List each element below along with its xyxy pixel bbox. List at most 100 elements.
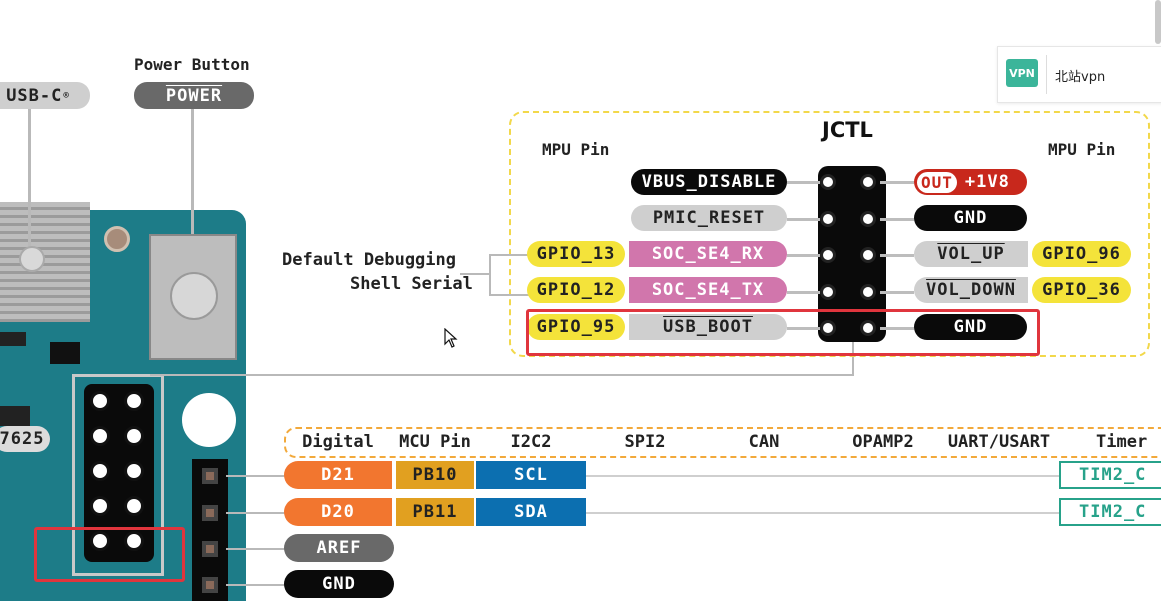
gnd-text-3: GND [322, 574, 356, 594]
jctl-row4-right: VOL_DOWN [914, 277, 1028, 303]
jctl-pin [860, 247, 876, 263]
vpn-text: 北站vpn [1055, 70, 1106, 85]
jctl-pin-stub [787, 290, 820, 294]
jctl-pin-stub [880, 181, 914, 184]
jctl-row4-right-gpio: GPIO_36 [1032, 277, 1131, 303]
soc-se4-rx-text: SOC_SE4_RX [651, 244, 765, 264]
board-chip [0, 406, 30, 426]
jctl-row5-right: GND [914, 314, 1027, 340]
row-guide-line [586, 475, 1060, 477]
jctl-title: JCTL [822, 118, 873, 142]
jctl-pin-stub [787, 254, 820, 257]
d21-text: D21 [321, 465, 355, 485]
pin-header-pin [202, 468, 218, 484]
board-header-pin [90, 426, 110, 446]
pin-d21-timer: TIM2_C [1059, 461, 1161, 489]
jctl-row5-gpio: GPIO_95 [527, 314, 625, 340]
header-can: CAN [748, 432, 780, 452]
header-opamp2: OPAMP2 [852, 432, 914, 452]
gpio95-text: GPIO_95 [536, 317, 616, 337]
jctl-pin [860, 210, 876, 227]
board-chip [50, 342, 80, 364]
scrollbar[interactable] [1155, 0, 1161, 44]
pin-d20-mcu: PB11 [396, 498, 474, 526]
power-button-cap[interactable] [170, 272, 218, 320]
jctl-row4-func: SOC_SE4_TX [629, 277, 787, 303]
gpio96-text: GPIO_96 [1042, 244, 1121, 264]
pb10-text: PB10 [412, 465, 458, 485]
usb-c-dot [19, 246, 45, 272]
debug-bracket [489, 254, 531, 296]
board-header-pin [90, 391, 110, 411]
jctl-row2-func: PMIC_RESET [631, 205, 787, 231]
jctl-pin [820, 247, 836, 263]
mpu-pin-left-label: MPU Pin [542, 140, 610, 159]
pin-gnd: GND [284, 570, 394, 598]
board-header-pin [124, 531, 144, 551]
jctl-pin [820, 174, 836, 190]
gpio36-text: GPIO_36 [1042, 280, 1121, 300]
jctl-row2-right: GND [914, 205, 1027, 231]
board-highlight-box [34, 527, 185, 582]
pin-table-frame [284, 427, 1161, 458]
chip-text: 7625 [0, 429, 45, 449]
jctl-pin [820, 210, 836, 227]
tim2-text-2: TIM2_C [1079, 502, 1147, 522]
pin-aref: AREF [284, 534, 394, 562]
board-header-outline [72, 374, 164, 576]
sda-text: SDA [514, 502, 548, 522]
pin-header-pin [202, 505, 218, 521]
gnd-text-2: GND [953, 317, 988, 337]
power-leader-line [191, 108, 194, 298]
jctl-row3-right-gpio: GPIO_96 [1032, 241, 1131, 267]
power-label: POWER [134, 82, 254, 109]
header-spi2: SPI2 [624, 432, 666, 452]
header-mcu-pin: MCU Pin [399, 432, 471, 452]
vpn-divider [1046, 55, 1047, 94]
vpn-widget[interactable]: VPN 北站vpn [997, 46, 1161, 103]
out-badge: OUT [917, 171, 957, 193]
jctl-row1-right: OUT +1V8 [914, 169, 1027, 195]
board-mounting-hole [104, 226, 130, 252]
pin-leader-line [226, 512, 286, 514]
usb-c-text: USB-C [6, 85, 63, 106]
vol-up-text: VOL_UP [937, 244, 1005, 264]
usb-boot-text: USB_BOOT [663, 317, 753, 337]
pin-d21-i2c: SCL [476, 461, 586, 489]
board-header-pin [90, 496, 110, 516]
jctl-row5-func: USB_BOOT [629, 314, 787, 340]
vpn-icon: VPN [1006, 59, 1038, 87]
jctl-row1-func: VBUS_DISABLE [631, 169, 787, 195]
scl-text: SCL [514, 465, 548, 485]
jctl-row3-func: SOC_SE4_RX [629, 241, 787, 267]
jctl-row4-gpio: GPIO_12 [527, 277, 625, 303]
gpio13-text: GPIO_13 [536, 244, 616, 264]
jctl-pin [820, 283, 836, 300]
board-header-pin [90, 531, 110, 551]
header-uart-usart: UART/USART [947, 432, 1051, 452]
pin-d20-i2c: SDA [476, 498, 586, 526]
aref-text: AREF [316, 538, 362, 558]
gnd-text-1: GND [953, 208, 988, 228]
pin-leader-line [226, 584, 286, 586]
jctl-row3-right: VOL_UP [914, 241, 1028, 267]
usb-boot-highlight-box [526, 309, 1040, 356]
board-header-pin [90, 461, 110, 481]
gpio12-text: GPIO_12 [536, 280, 616, 300]
plus-1v8-text: +1V8 [964, 172, 1010, 192]
mouse-cursor-icon [444, 327, 458, 352]
debug-label-line2: Shell Serial [350, 274, 473, 294]
pin-d20-timer: TIM2_C [1059, 498, 1161, 526]
usb-c-mark: ® [63, 90, 70, 101]
jctl-pin-stub [787, 217, 820, 221]
jctl-row3-gpio: GPIO_13 [527, 241, 625, 267]
vol-down-text: VOL_DOWN [926, 280, 1016, 300]
debug-bracket-stub [460, 273, 490, 275]
jctl-pin [860, 174, 876, 190]
usb-c-connector [0, 202, 90, 322]
board-header-pin [124, 496, 144, 516]
pin-d21-mcu: PB10 [396, 461, 474, 489]
jctl-frame [509, 111, 1150, 357]
header-timer: Timer [1096, 432, 1148, 452]
pin-d20-digital: D20 [284, 498, 392, 526]
